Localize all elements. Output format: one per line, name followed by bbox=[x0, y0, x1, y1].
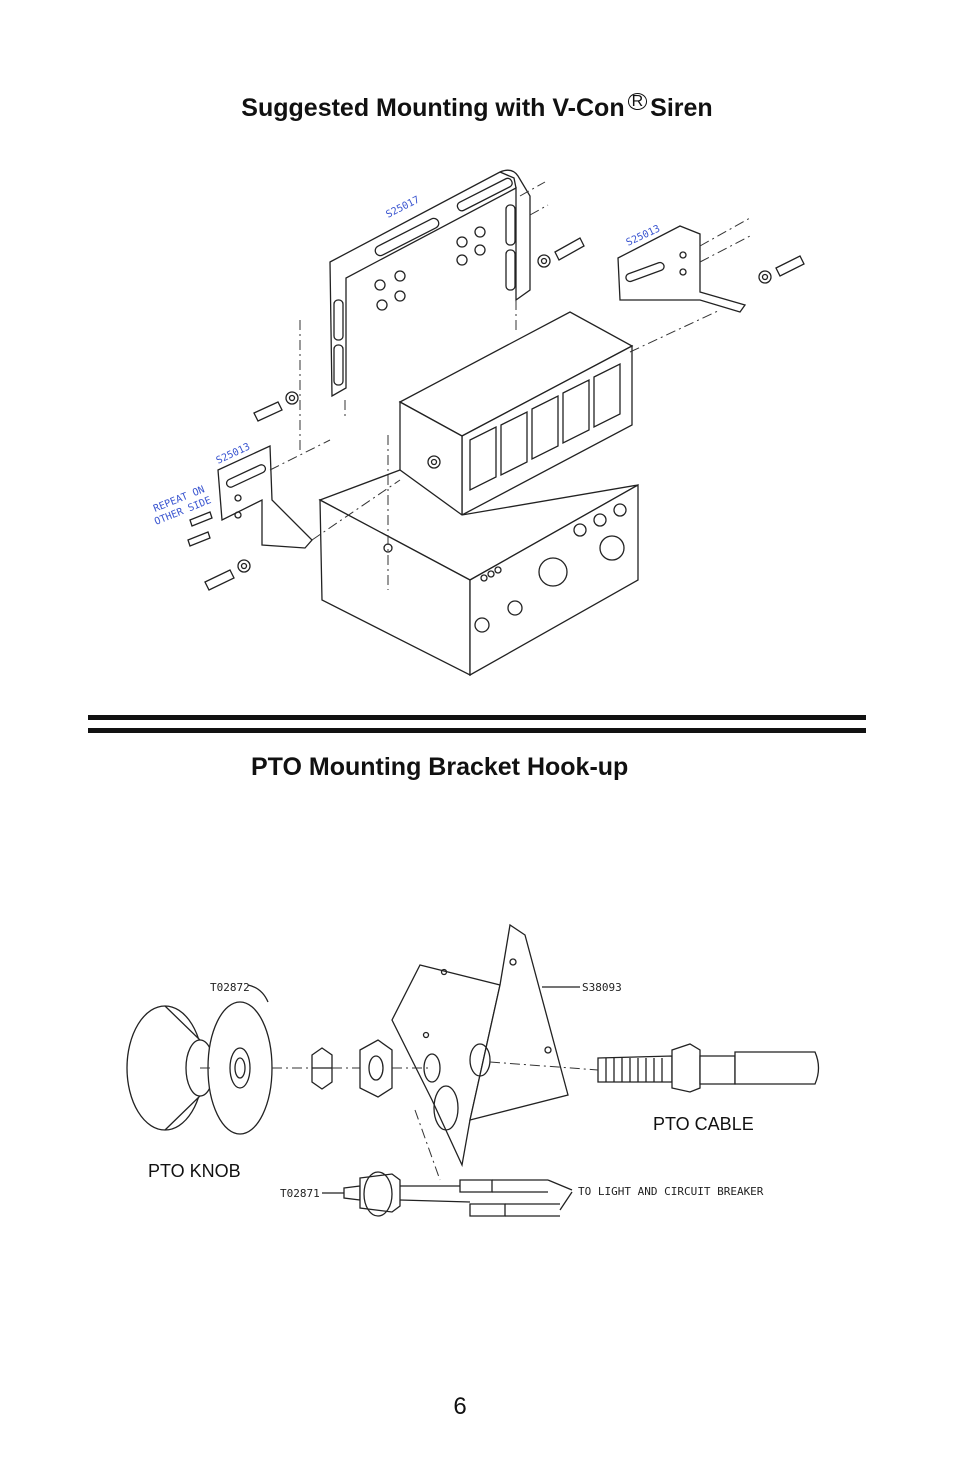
pto-bracket bbox=[391, 923, 569, 1168]
right-l-bracket bbox=[617, 225, 747, 313]
pto-cable bbox=[597, 1043, 820, 1093]
label-knob-part: T02872 bbox=[210, 981, 250, 994]
label-bracket-part: S38093 bbox=[582, 981, 622, 994]
title-text-end: Siren bbox=[650, 94, 713, 122]
switch-box bbox=[398, 311, 634, 517]
page-number: 6 bbox=[453, 1393, 467, 1420]
label-pto-knob: PTO KNOB bbox=[148, 1161, 241, 1181]
label-pto-cable: PTO CABLE bbox=[653, 1114, 754, 1134]
siren-unit bbox=[318, 469, 639, 677]
bolts bbox=[187, 237, 805, 591]
leader-knob bbox=[247, 984, 269, 1003]
u-bracket bbox=[329, 169, 531, 398]
flange-nut bbox=[359, 1039, 393, 1098]
pto-switch bbox=[322, 1171, 401, 1217]
pto-knob-plate bbox=[207, 1001, 273, 1135]
assembly-lines bbox=[269, 181, 751, 590]
section-divider-top bbox=[88, 715, 866, 720]
hex-nut bbox=[311, 1047, 333, 1090]
assembly-lines-2 bbox=[200, 1061, 599, 1181]
label-wire-note: TO LIGHT AND CIRCUIT BREAKER bbox=[578, 1185, 764, 1198]
wires bbox=[399, 1179, 573, 1217]
section-title-pto: PTO Mounting Bracket Hook-up bbox=[251, 753, 629, 781]
registered-mark: R bbox=[627, 93, 648, 110]
title-text: Suggested Mounting with V-Con bbox=[241, 94, 625, 122]
section-divider-bottom bbox=[88, 728, 866, 733]
label-switch-part: T02871 bbox=[280, 1187, 320, 1200]
left-l-bracket bbox=[217, 445, 313, 549]
